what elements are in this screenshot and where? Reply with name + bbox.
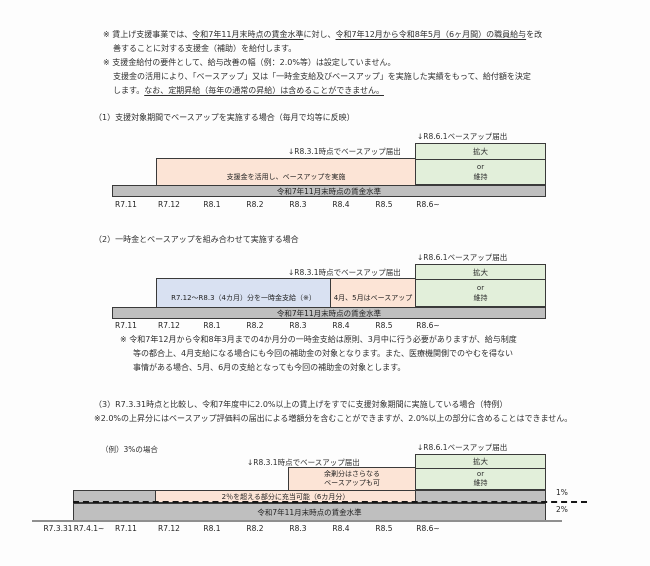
tick-label: R8.2 xyxy=(246,321,264,330)
chart2-lumpsum-box: R7.12～R8.3（4カ月）分を一時金支給（※） xyxy=(156,278,331,308)
intro-underlined-text: 令和7年11月末時点の賃金水準 xyxy=(192,30,304,39)
tick-label: R7.12 xyxy=(158,321,180,330)
tick-label: R8.1 xyxy=(203,321,221,330)
intro-line-3: ※ 支援金給付の要件として、給与改善の幅（例：2.0%等）は設定していません。 xyxy=(103,58,396,67)
chart3-label-r831: ↓R8.3.1時点でベースアップ届出 xyxy=(247,458,360,467)
chart2-label-r831: ↓R8.3.1時点でベースアップ届出 xyxy=(288,268,401,277)
tick-label: R8.1 xyxy=(203,200,221,209)
keep-label: 維持 xyxy=(473,479,488,487)
chart2-label-r861: ↓R8.6.1ベースアップ届出 xyxy=(417,253,508,262)
chart2-note-line-2: 等の都合上、4月支給になる場合にも今回の補助金の対象となります。また、医療機関側… xyxy=(133,349,514,358)
chart3-axis-line xyxy=(32,520,562,522)
chart3-2pct-dashed-line xyxy=(73,501,587,503)
surplus-line-2: ベースアップも可 xyxy=(324,479,380,487)
intro-text: ※ 賃上げ支援事業では、 xyxy=(103,30,193,39)
chart2-baseup-box: 4月、5月はベースアップ xyxy=(330,278,416,308)
tick-label: R7.11 xyxy=(115,524,137,533)
or-label: or xyxy=(476,284,485,292)
tick-label: R8.6~ xyxy=(416,524,440,533)
chart3-maintain-box: 拡大 or 維持 xyxy=(415,454,546,490)
tick-label: R8.3 xyxy=(289,321,307,330)
intro-line-2: 善することに対する支援金（補助）を給付します。 xyxy=(113,44,297,53)
section3-subtitle: ※2.0%の上昇分にはベースアップ評価料の届出による増額分を含むことができますが… xyxy=(94,414,573,423)
intro-line-1: ※ 賃上げ支援事業では、令和7年11月末時点の賃金水準に対し、令和7年12月から… xyxy=(103,29,542,40)
chart2-note-line-3: 事情がある場合、5月、6月の支給となっても今回の補助金の対象とします。 xyxy=(133,363,406,372)
intro-text: します。 xyxy=(113,86,145,95)
chart3-surplus-box: 余剰分はさらなる ベースアップも可 xyxy=(288,467,416,491)
chart1-label-r861: ↓R8.6.1ベースアップ届出 xyxy=(417,132,508,141)
chart3-1pct-label: 1% xyxy=(556,488,568,497)
chart1-baseup-box: 支援金を活用し、ベースアップを実施 xyxy=(156,158,416,186)
or-label: or xyxy=(476,470,485,478)
surplus-line-1: 余剰分はさらなる xyxy=(324,470,380,478)
chart2-maintain-box: 拡大 or 維持 xyxy=(415,264,546,307)
chart3-or-keep-cell: or 維持 xyxy=(416,469,545,489)
chart2-expand-cell: 拡大 xyxy=(416,265,545,280)
chart2-note-line-1: ※ 令和7年12月から令和8年3月までの4か月分の一時金支給は原則、3月中に行う… xyxy=(120,335,517,344)
chart2-or-keep-cell: or 維持 xyxy=(416,280,545,306)
tick-label: R8.3 xyxy=(289,524,307,533)
tick-label: R8.4 xyxy=(332,321,350,330)
tick-label: R8.5 xyxy=(375,524,393,533)
tick-label: R7.4.1~ xyxy=(73,524,105,533)
section3-title: （3）R7.3.31時点と比較し、令和7年度中に2.0%以上の賃上げをすでに支援… xyxy=(94,400,508,409)
tick-label: R8.5 xyxy=(375,200,393,209)
chart3-expand-cell: 拡大 xyxy=(416,455,545,469)
tick-label: R8.4 xyxy=(332,200,350,209)
tick-label: R8.5 xyxy=(375,321,393,330)
tick-label: R7.3.31 xyxy=(43,524,73,533)
chart2-base-wage-bar: 令和7年11月末時点の賃金水準 xyxy=(112,307,546,319)
tick-label: R8.2 xyxy=(246,200,264,209)
chart1-label-r831: ↓R8.3.1時点でベースアップ届出 xyxy=(288,147,401,156)
chart3-label-r861: ↓R8.6.1ベースアップ届出 xyxy=(417,443,508,452)
tick-label: R8.1 xyxy=(203,524,221,533)
or-label: or xyxy=(476,163,485,171)
tick-label: R8.2 xyxy=(246,524,264,533)
tick-label: R8.6~ xyxy=(416,200,440,209)
intro-text: に対し、 xyxy=(303,30,336,39)
tick-label: R7.11 xyxy=(115,321,137,330)
section2-title: （2）一時金とベースアップを組み合わせて実施する場合 xyxy=(94,235,299,244)
chart1-base-wage-bar: 令和7年11月末時点の賃金水準 xyxy=(112,185,546,197)
chart1-maintain-box: 拡大 or 維持 xyxy=(415,143,546,185)
tick-label: R7.11 xyxy=(115,200,137,209)
intro-line-5: します。なお、定期昇給（毎年の通常の昇給）は含めることができません。 xyxy=(113,85,384,96)
chart3-2pct-label: 2% xyxy=(556,505,568,514)
tick-label: R7.12 xyxy=(158,200,180,209)
tick-label: R7.12 xyxy=(158,524,180,533)
chart1-expand-cell: 拡大 xyxy=(416,144,545,160)
chart3-example-label: （例）3%の場合 xyxy=(101,445,158,454)
keep-label: 維持 xyxy=(473,173,488,181)
intro-underlined-text: なお、定期昇給（毎年の通常の昇給）は含めることができません。 xyxy=(144,86,384,95)
chart1-or-keep-cell: or 維持 xyxy=(416,160,545,184)
intro-text: を改 xyxy=(526,30,543,39)
section1-title: （1）支援対象期間でベースアップを実施する場合（毎月で均等に反映） xyxy=(94,113,355,122)
chart3-base-wage-bar: 令和7年11月末時点の賃金水準 xyxy=(73,503,546,521)
intro-line-4: 支援金の活用により、「ベースアップ」又は「一時金支給及びベースアップ」を実施した… xyxy=(113,72,531,81)
keep-label: 維持 xyxy=(473,294,488,302)
tick-label: R8.3 xyxy=(289,200,307,209)
intro-underlined-text: 令和7年12月から令和8年5月（6ヶ月間）の職員給与 xyxy=(335,30,527,39)
tick-label: R8.4 xyxy=(332,524,350,533)
tick-label: R8.6~ xyxy=(416,321,440,330)
